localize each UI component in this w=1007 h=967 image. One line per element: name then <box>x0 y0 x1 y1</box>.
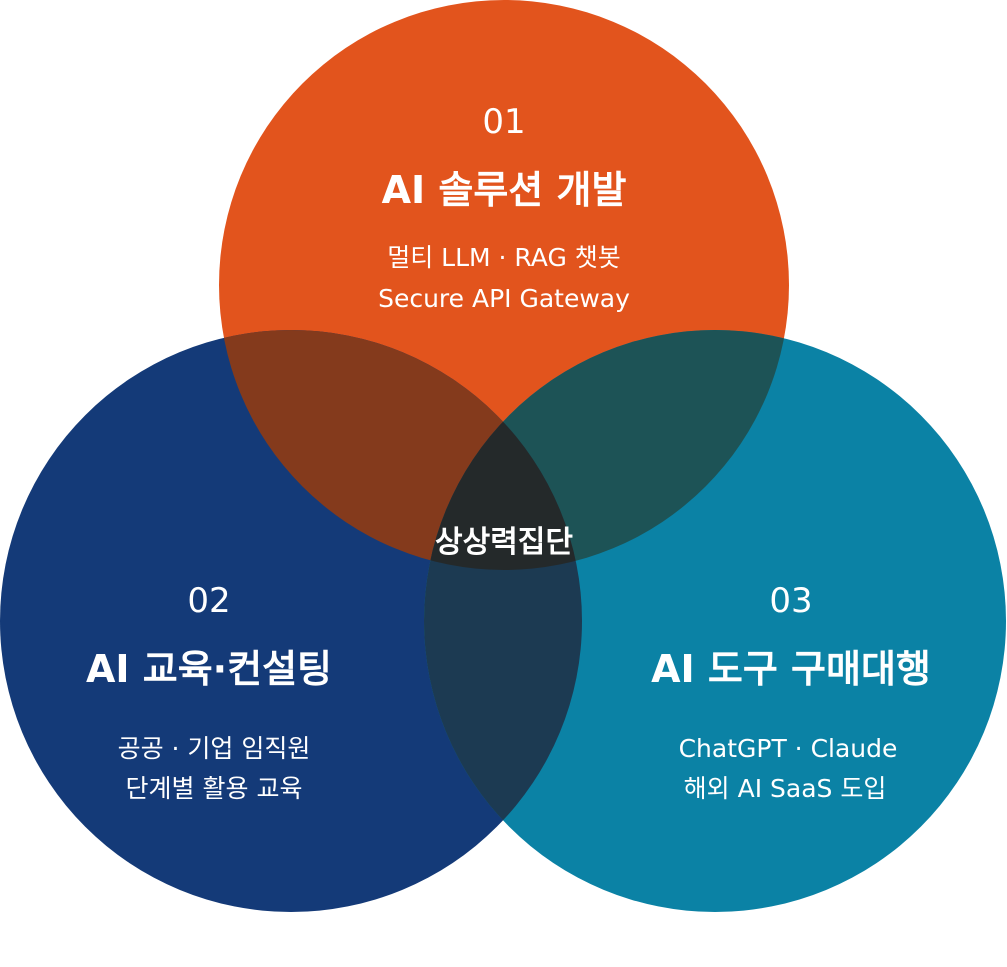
purchase-title: AI 도구 구매대행 <box>651 647 931 691</box>
solution-title: AI 솔루션 개발 <box>382 168 627 212</box>
overlap-top-right <box>424 330 789 570</box>
education-title: AI 교육·컨설팅 <box>86 647 332 691</box>
education-line-2: 단계별 활용 교육 <box>126 774 303 803</box>
solution-line-2: Secure API Gateway <box>378 284 630 313</box>
purchase-line-1: ChatGPT · Claude <box>679 734 898 763</box>
purchase-number: 03 <box>769 581 812 621</box>
education-line-1: 공공 · 기업 임직원 <box>118 734 311 763</box>
overlap-top-left <box>219 330 582 570</box>
solution-line-1: 멀티 LLM · RAG 챗봇 <box>387 243 621 272</box>
solution-number: 01 <box>482 102 525 142</box>
center-label: 상상력집단 <box>435 525 573 560</box>
purchase-line-2: 해외 AI SaaS 도입 <box>684 774 887 803</box>
education-number: 02 <box>187 581 230 621</box>
